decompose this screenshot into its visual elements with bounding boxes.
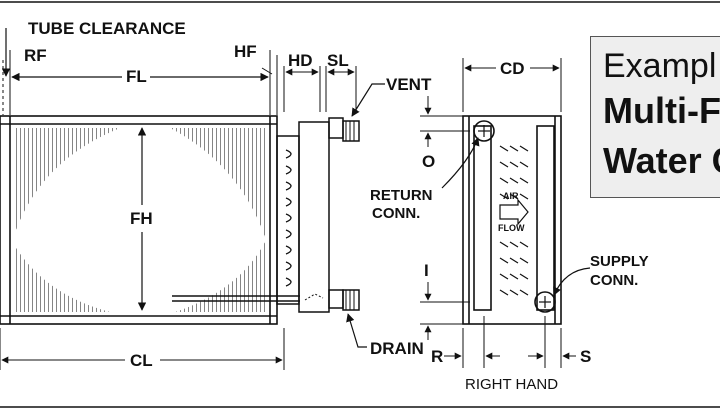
cl-label: CL (130, 351, 153, 370)
front-view (0, 28, 278, 325)
callout-line-3: Water C (603, 140, 720, 181)
callout-line-2: Multi-F (603, 90, 720, 131)
sl-label: SL (327, 51, 349, 70)
air-label: AIR (503, 191, 519, 201)
o-label: O (422, 152, 436, 171)
callout-line-1: Exampl (603, 47, 717, 85)
fl-label: FL (126, 67, 147, 86)
vent-label: VENT (386, 75, 432, 94)
example-callout-box: Exampl Multi-F Water C (590, 36, 720, 198)
rf-label: RF (24, 46, 47, 65)
cd-label: CD (500, 59, 525, 78)
flow-label: FLOW (498, 223, 525, 233)
s-label: S (580, 347, 592, 366)
hf-label: HF (234, 42, 257, 61)
hd-label: HD (288, 51, 313, 70)
i-label: I (424, 261, 429, 280)
return-conn-label-1: RETURN (370, 187, 433, 204)
return-conn-label-2: CONN. (372, 205, 421, 222)
tube-clearance-label: TUBE CLEARANCE (28, 19, 186, 38)
right-hand-label: RIGHT HAND (465, 376, 559, 393)
r-label: R (431, 347, 444, 366)
supply-conn-label-2: CONN. (590, 272, 639, 289)
drain-label: DRAIN (370, 339, 424, 358)
fh-label: FH (130, 209, 153, 228)
supply-conn-label-1: SUPPLY (590, 253, 649, 270)
side-view (462, 115, 562, 325)
